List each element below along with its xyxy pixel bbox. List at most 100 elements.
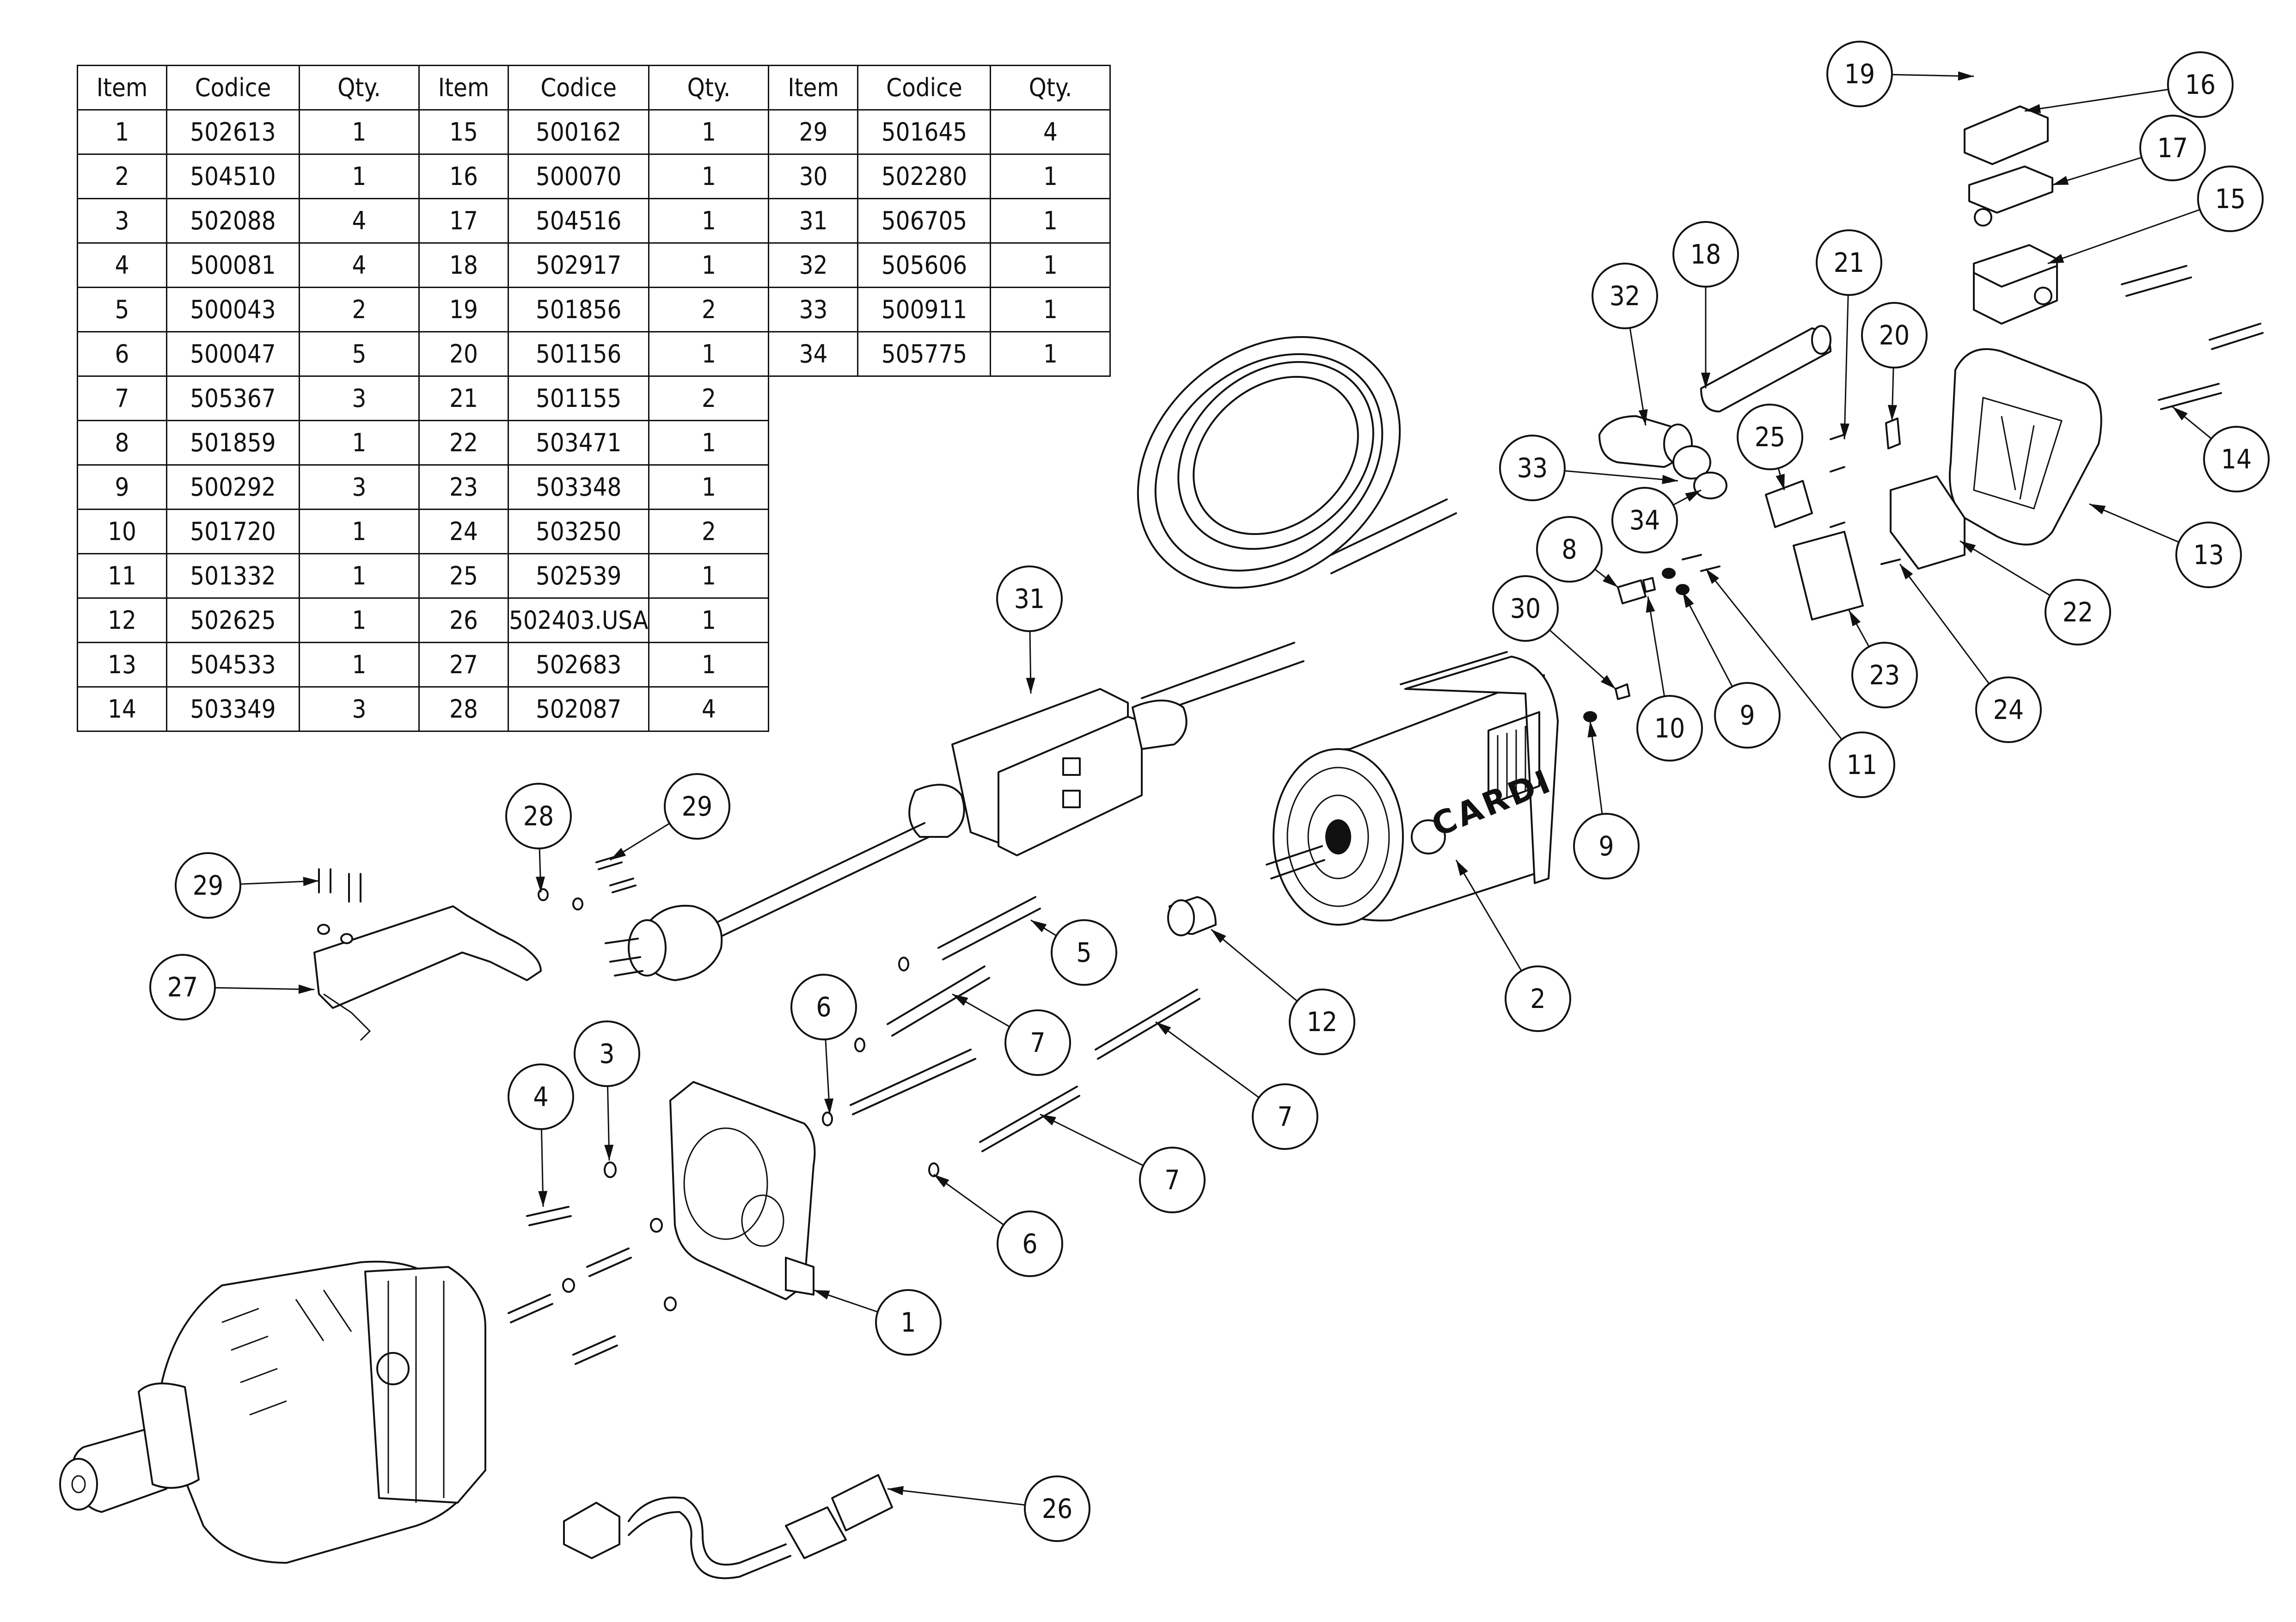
table-cell: 1 [648,553,770,599]
callout-circle [1492,575,1559,642]
callout-circle [2175,522,2242,588]
leader-arrowhead [814,1290,830,1300]
table-cell: 502280 [857,154,992,199]
table-cell: 3 [299,686,420,732]
table-cell: 1 [648,597,770,643]
callout-circle [875,1289,942,1356]
table-cell: 10 [77,509,167,554]
callout-circle [1499,435,1566,501]
callout-number: 12 [1307,1006,1337,1038]
table-cell: 3 [299,464,420,510]
table-cell: 504516 [507,198,650,244]
column-header: Item [77,65,167,111]
leader-arrowhead [824,1098,834,1114]
table-cell: 500070 [507,154,650,199]
table-cell: 501155 [507,375,650,421]
table-cell: 1 [990,242,1111,288]
callout-circle [1573,813,1640,879]
leader-arrowhead [1456,860,1468,876]
leader-line [1155,1021,1260,1098]
leader-line [2024,88,2168,112]
leader-line [1455,860,1522,971]
callout-circle [1024,1475,1090,1542]
column-header: Codice [857,65,992,111]
table-cell: 504533 [166,642,300,688]
callout-number: 7 [1277,1101,1292,1132]
callout-number: 31 [1014,583,1045,614]
table-cell: 501859 [166,420,300,466]
table-cell: 15 [418,109,509,155]
table-cell: 503349 [166,686,300,732]
callout-number: 26 [1042,1493,1072,1524]
leader-arrowhead [934,1174,949,1187]
table-cell: 503250 [507,509,650,554]
leader-arrowhead [1900,564,1913,580]
table-cell: 6 [77,331,167,377]
table-cell: 5 [77,287,167,332]
callout-number: 19 [1844,58,1875,90]
switch-parts [1964,105,2058,325]
leader-arrowhead [1706,569,1720,584]
elbow-fitting [1598,415,1727,499]
callout-number: 29 [682,791,712,822]
callout-number: 15 [2215,183,2246,215]
table-cell: 13 [77,642,167,688]
leader-arrowhead [1958,71,1974,81]
leader-arrowhead [1776,473,1785,490]
column-header: Qty. [648,65,770,111]
table-cell: 4 [299,242,420,288]
leader-arrowhead [604,1144,614,1161]
callout-number: 2 [1530,983,1545,1014]
leader-line [1899,564,1990,684]
table-cell: 5 [299,331,420,377]
column-header: Item [768,65,859,111]
leader-arrowhead [538,1191,548,1207]
table-cell: 24 [418,509,509,554]
leader-arrowhead [1887,405,1897,421]
table-cell: 502613 [166,109,300,155]
table-cell: 2 [648,287,770,332]
callout-number: 3 [599,1038,614,1069]
table-cell: 12 [77,597,167,643]
handle-bracket [313,905,542,1041]
leader-line [1959,540,2051,596]
table-cell: 1 [648,242,770,288]
table-cell: 501332 [166,553,300,599]
leader-arrowhead [2052,176,2069,185]
callout-circle [2139,115,2206,181]
table-cell: 1 [990,331,1111,377]
callout-number: 6 [816,991,831,1023]
leader-arrowhead [1662,475,1678,484]
callout-number: 17 [2157,132,2188,164]
switch-housing [1949,348,2102,546]
leader-arrowhead [2048,254,2064,264]
callout-circle [1611,487,1678,553]
table-cell: 1 [648,420,770,466]
table-cell: 14 [77,686,167,732]
callout-number: 14 [2221,443,2252,475]
column-header: Item [418,65,509,111]
callout-circle [996,565,1063,632]
callout-circle [1004,1009,1071,1076]
table-cell: 8 [77,420,167,466]
callout-circle [2167,51,2234,118]
leader-arrowhead [1685,490,1701,502]
callout-circle [1975,676,2042,743]
leader-arrowhead [1683,592,1694,608]
leader-arrowhead [1701,373,1710,388]
table-cell: 1 [990,287,1111,332]
cable-gland-tube [1700,325,1831,412]
table-cell: 30 [768,154,859,199]
table-cell: 503348 [507,464,650,510]
callout-number: 4 [533,1081,548,1112]
